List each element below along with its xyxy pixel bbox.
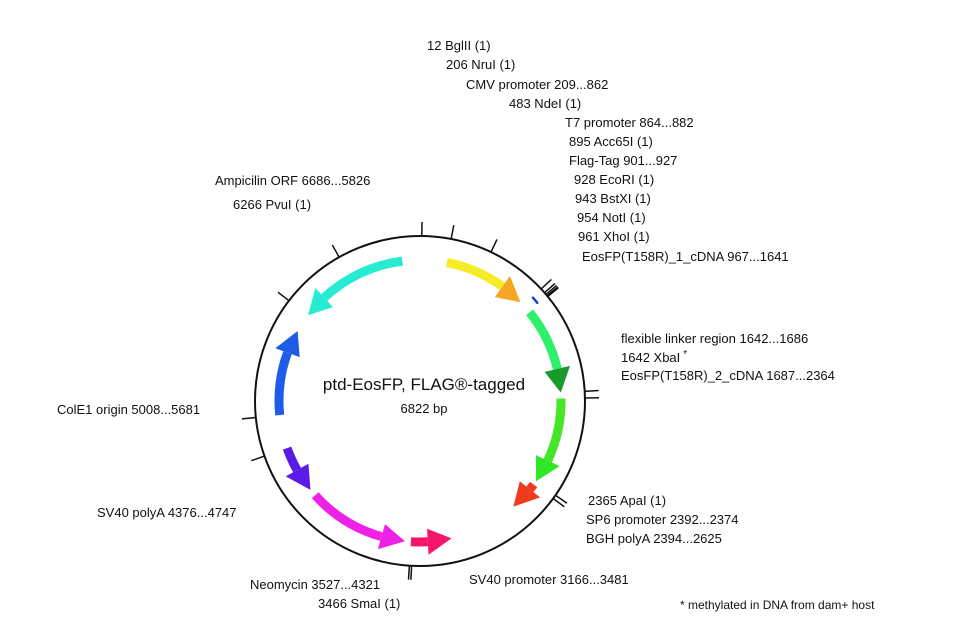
site-tick-2365 [555, 494, 568, 504]
site-tick-961 [547, 287, 559, 298]
label-sv40-promoter: SV40 promoter 3166...3481 [469, 572, 629, 587]
plasmid-size: 6822 bp [401, 401, 448, 416]
feature-bgh-polya-arrowhead [513, 481, 541, 507]
label-xbai: 1642 XbaI* [621, 349, 687, 365]
label-neomycin: Neomycin 3527...4321 [250, 577, 380, 592]
site-tick-943 [545, 284, 558, 295]
feature-eosfp-2-body [543, 398, 566, 463]
feature-cmv-promoter-body [446, 258, 506, 291]
site-tick-206 [450, 225, 455, 240]
feature-cole1-origin-arrowhead [275, 331, 300, 358]
label-cole1-origin: ColE1 origin 5008...5681 [57, 402, 200, 417]
label-noti: 954 NotI (1) [577, 210, 646, 225]
label-smai: 3466 SmaI (1) [318, 596, 400, 611]
feature-sv40-promoter-arrowhead [427, 528, 452, 555]
label-flag-tag: Flag-Tag 901...927 [569, 153, 677, 168]
site-tick-954 [546, 286, 559, 297]
site-tick-2392 [552, 497, 565, 508]
label-ampicilin-orf: Ampicilin ORF 6686...5826 [215, 173, 370, 188]
label-bstxi: 943 BstXI (1) [575, 191, 651, 206]
xbai-methylation-mark: * [683, 349, 687, 360]
label-bglii: 12 BglII (1) [427, 38, 491, 53]
label-sp6-promoter: SP6 promoter 2392...2374 [586, 512, 739, 527]
plasmid-name: ptd-EosFP, FLAG®-tagged [323, 375, 525, 394]
site-tick-483 [490, 239, 498, 253]
site-tick-895 [540, 278, 552, 290]
label-xbai-text: 1642 XbaI [621, 350, 680, 365]
footnote: * methylated in DNA from dam+ host [680, 598, 875, 612]
feature-eosfp-1-arrowhead [544, 365, 570, 393]
label-cmv-promoter: CMV promoter 209...862 [466, 77, 608, 92]
feature-cmv-promoter-arrowhead [494, 276, 521, 303]
feature-bgh-polya-body [526, 481, 538, 493]
feature-eosfp-2-arrowhead [535, 455, 560, 482]
label-flexible-linker: flexible linker region 1642...1686 [621, 331, 808, 346]
label-acc65i: 895 Acc65I (1) [569, 134, 653, 149]
site-tick-3481 [407, 565, 411, 580]
label-sv40-polya: SV40 polyA 4376...4747 [97, 505, 237, 520]
site-tick-5826 [277, 291, 290, 302]
site-tick-5008 [241, 416, 256, 420]
site-tick-4747 [251, 455, 265, 462]
label-ndei: 483 NdeI (1) [509, 96, 581, 111]
feature-ampicilin-orf-arrowhead [308, 288, 333, 316]
feature-ampicilin-orf-body [321, 256, 404, 301]
label-ecori: 928 EcoRI (1) [574, 172, 654, 187]
site-tick-6266 [331, 244, 340, 258]
site-tick-928 [544, 282, 556, 294]
feature-eosfp-1-body [526, 309, 562, 371]
label-eosfp-1: EosFP(T158R)_1_cDNA 967...1641 [582, 249, 789, 264]
label-bgh-polya: BGH polyA 2394...2625 [586, 531, 722, 546]
feature-sv40-polya-arrowhead [285, 463, 311, 490]
flag-tag-marker [531, 296, 539, 305]
site-tick-1642 [584, 389, 599, 393]
label-nrui: 206 NruI (1) [446, 57, 515, 72]
plasmid-backbone-circle [254, 235, 586, 567]
label-apai: 2365 ApaI (1) [588, 493, 666, 508]
feature-sv40-polya-body [282, 446, 302, 473]
feature-neomycin-body [311, 492, 383, 541]
feature-cole1-origin-body [274, 351, 292, 416]
feature-arrows [274, 256, 570, 555]
label-pvui: 6266 PvuI (1) [233, 197, 311, 212]
site-tick-3466 [410, 565, 413, 580]
restriction-site-ticks [241, 221, 600, 580]
label-eosfp-2: EosFP(T158R)_2_cDNA 1687...2364 [621, 368, 835, 383]
feature-neomycin-arrowhead [377, 524, 405, 550]
label-xhoi: 961 XhoI (1) [578, 229, 650, 244]
label-t7-promoter: T7 promoter 864...882 [565, 115, 694, 130]
